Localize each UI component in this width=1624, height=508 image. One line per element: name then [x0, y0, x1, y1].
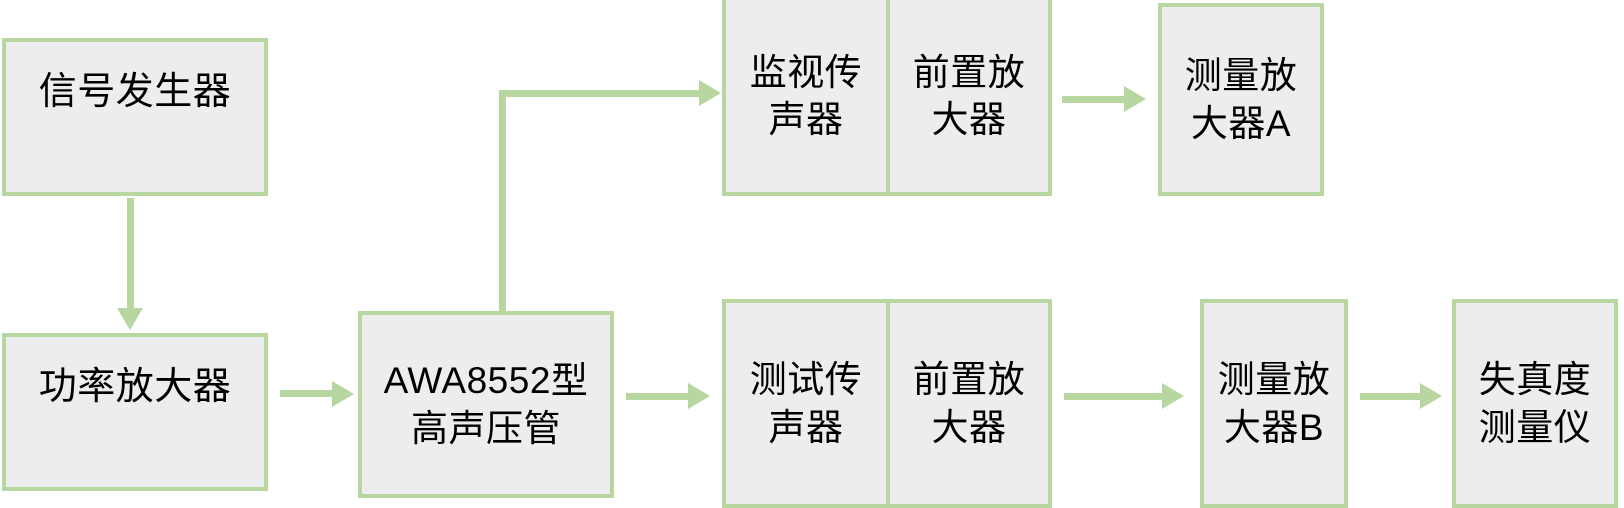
arrowhead-preamplifier-bottom-to-measuring-amplifier-b: [1162, 383, 1184, 409]
connector-preamplifier-bottom-to-measuring-amplifier-b: [1064, 393, 1164, 400]
node-monitor-microphone[interactable]: 监视传 声器: [722, 0, 888, 196]
node-awa8552-tube-label: AWA8552型 高声压管: [383, 360, 589, 449]
node-measuring-amplifier-a-label: 测量放 大器A: [1184, 55, 1298, 144]
arrowhead-power-amplifier-to-awa8552: [332, 381, 354, 407]
node-measuring-amplifier-b-label: 测量放 大器B: [1217, 359, 1331, 448]
node-distortion-meter-label: 失真度 测量仪: [1478, 359, 1592, 448]
node-signal-generator[interactable]: 信号发生器: [2, 38, 268, 196]
node-signal-generator-label: 信号发生器: [38, 71, 232, 113]
node-preamplifier-top-label: 前置放 大器: [912, 51, 1026, 140]
connector-awa8552-to-monitor-microphone-vertical: [499, 90, 506, 312]
arrowhead-preamplifier-top-to-measuring-amplifier-a: [1124, 86, 1146, 112]
node-preamplifier-bottom-label: 前置放 大器: [912, 359, 1026, 448]
arrowhead-measuring-amplifier-b-to-distortion-meter: [1420, 383, 1442, 409]
node-measuring-amplifier-b[interactable]: 测量放 大器B: [1200, 299, 1348, 508]
node-distortion-meter[interactable]: 失真度 测量仪: [1452, 299, 1618, 508]
arrowhead-signal-generator-to-power-amplifier: [117, 308, 143, 330]
connector-preamplifier-top-to-measuring-amplifier-a: [1062, 96, 1126, 103]
node-preamplifier-top[interactable]: 前置放 大器: [888, 0, 1052, 196]
connector-power-amplifier-to-awa8552: [280, 390, 334, 397]
node-measuring-amplifier-a[interactable]: 测量放 大器A: [1158, 3, 1324, 196]
node-power-amplifier[interactable]: 功率放大器: [2, 333, 268, 491]
node-power-amplifier-label: 功率放大器: [38, 366, 232, 408]
connector-awa8552-to-monitor-microphone-horizontal: [499, 90, 701, 97]
connector-measuring-amplifier-b-to-distortion-meter: [1360, 393, 1422, 400]
node-test-microphone-label: 测试传 声器: [749, 359, 863, 448]
connector-signal-generator-to-power-amplifier: [127, 198, 134, 310]
node-monitor-microphone-label: 监视传 声器: [749, 51, 863, 140]
arrowhead-awa8552-to-monitor-microphone: [699, 80, 721, 106]
node-test-microphone[interactable]: 测试传 声器: [722, 299, 888, 508]
node-preamplifier-bottom[interactable]: 前置放 大器: [888, 299, 1052, 508]
arrowhead-awa8552-to-test-microphone: [688, 383, 710, 409]
node-awa8552-tube[interactable]: AWA8552型 高声压管: [358, 311, 614, 498]
connector-awa8552-to-test-microphone: [626, 393, 690, 400]
